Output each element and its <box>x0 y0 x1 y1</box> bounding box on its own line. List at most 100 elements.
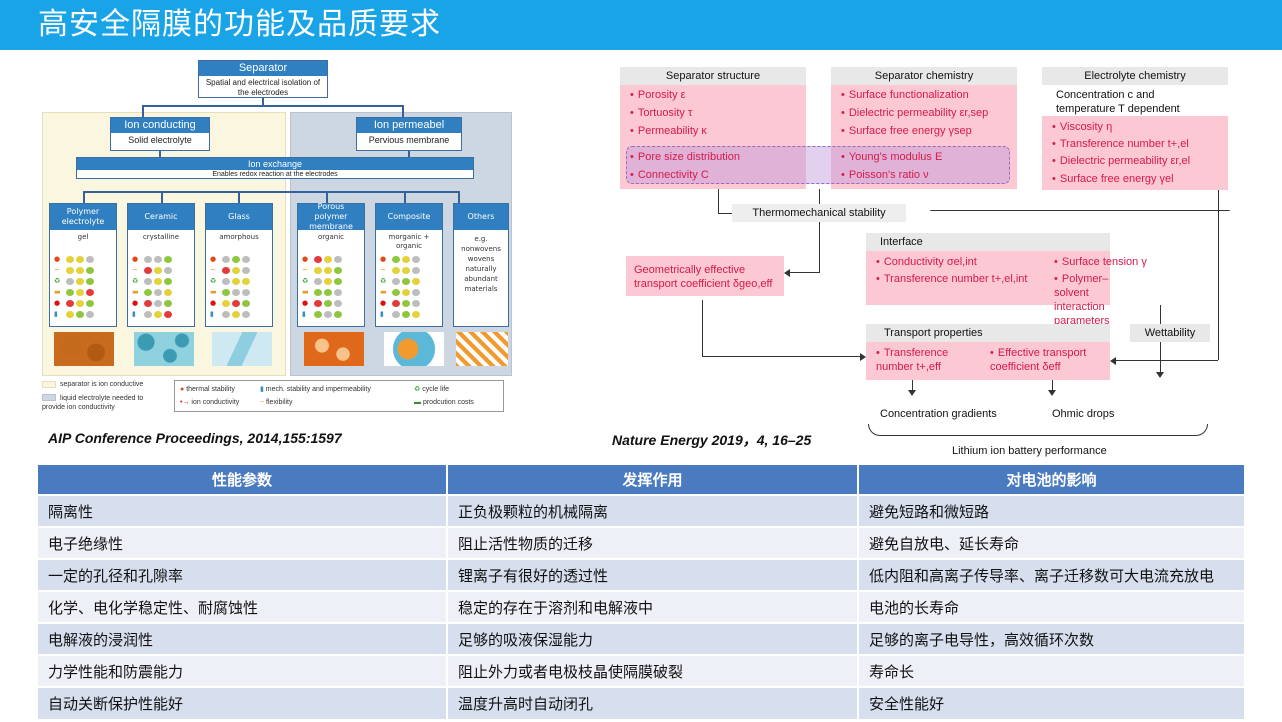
transference-eff-item: Transference number t+,eff <box>876 346 976 374</box>
table-row: 力学性能和防震能力 阻止外力或者电极枝晶使隔膜破裂 寿命长 <box>38 654 1244 687</box>
connector <box>402 105 404 117</box>
effective-coefficient-item: Effective transport coefficient δeff <box>990 346 1108 374</box>
connector-line <box>718 189 719 213</box>
table-cell: 阻止外力或者电极枝晶使隔膜破裂 <box>447 654 859 687</box>
ohmic-drops-label: Ohmic drops <box>1052 408 1115 420</box>
tortuosity-item: Tortuosity τ <box>630 106 692 120</box>
interface-header: Interface <box>866 233 1110 251</box>
material-sub: amorphous <box>219 233 259 241</box>
mechanical-overlap-band <box>626 146 1010 184</box>
material-sub: morganic + organic <box>388 233 430 250</box>
property-rating-dots: ● ~ ♻ ▬ ● ▮ <box>50 252 116 322</box>
table-cell: 隔离性 <box>38 494 448 527</box>
separator-chemistry-header: Separator chemistry <box>831 67 1017 85</box>
legend-box <box>174 380 504 412</box>
arrow <box>1110 357 1116 365</box>
legend-liquid-electrolyte: liquid electrolyte needed to provide ion… <box>42 394 144 411</box>
connector <box>404 191 406 203</box>
material-title: Polymer electrolyte <box>50 204 116 230</box>
ion-exchange-box: Ion exchange Enables redox reaction at t… <box>76 157 474 179</box>
separator-desc: Spatial and electrical isolation of the … <box>205 78 321 97</box>
material-polymer-electrolyte: Polymer electrolyte gel ● ~ ♻ ▬ ● ▮ <box>49 203 117 327</box>
wettability-box: Wettability <box>1130 324 1210 342</box>
connector-line <box>1160 342 1161 374</box>
table-row: 化学、电化学稳定性、耐腐蚀性 稳定的存在于溶剂和电解液中 电池的长寿命 <box>38 590 1244 623</box>
surface-energy-sep-item: Surface free energy γsep <box>841 124 972 138</box>
table-header-row: 性能参数 发挥作用 对电池的影响 <box>38 465 1244 495</box>
separator-properties-diagram: Separator structure Porosity ε Tortuosit… <box>612 62 1232 462</box>
table-cell: 一定的孔径和孔隙率 <box>38 558 448 591</box>
table-cell: 化学、电化学稳定性、耐腐蚀性 <box>38 590 448 623</box>
connector <box>142 105 144 117</box>
electrolyte-note: Concentration c and temperature T depend… <box>1056 89 1180 115</box>
micrograph-glass <box>212 332 272 366</box>
table-cell: 电池的长寿命 <box>858 590 1244 623</box>
header-function: 发挥作用 <box>447 465 859 495</box>
surface-functionalization-item: Surface functionalization <box>841 88 969 102</box>
connector-line <box>790 272 820 273</box>
brace <box>930 210 1230 211</box>
property-rating-dots: ● ~ ♻ ▬ ● ▮ <box>298 252 364 322</box>
concentration-gradients-label: Concentration gradients <box>880 408 997 420</box>
table-cell: 安全性能好 <box>858 686 1244 719</box>
connector <box>159 151 161 157</box>
transference-int-item: Transference number t+,el,int <box>876 272 1028 286</box>
table-cell: 避免自放电、延长寿命 <box>858 526 1244 559</box>
table-cell: 低内阻和高离子传导率、离子迁移数可大电流充放电 <box>858 558 1244 591</box>
micrograph-composite <box>384 332 444 366</box>
geometric-coefficient: Geometrically effective transport coeffi… <box>634 264 773 290</box>
table-cell: 电解液的浸润性 <box>38 622 448 655</box>
separator-title: Separator <box>199 61 327 76</box>
table-row: 隔离性 正负极颗粒的机械隔离 避免短路和微短路 <box>38 494 1244 527</box>
table-cell: 正负极颗粒的机械隔离 <box>447 494 859 527</box>
table-cell: 稳定的存在于溶剂和电解液中 <box>447 590 859 623</box>
separator-structure-header: Separator structure <box>620 67 806 85</box>
table-cell: 阻止活性物质的迁移 <box>447 526 859 559</box>
brace <box>868 424 1208 436</box>
electrolyte-chemistry-header: Electrolyte chemistry <box>1042 67 1228 85</box>
table-row: 电子绝缘性 阻止活性物质的迁移 避免自放电、延长寿命 <box>38 526 1244 559</box>
micrograph-porous-polymer <box>304 332 364 366</box>
micrograph-ceramic <box>134 332 194 366</box>
material-sub: gel <box>77 233 89 241</box>
property-rating-dots: ● ~ ♻ ▬ ● ▮ <box>206 252 272 322</box>
table-cell: 寿命长 <box>858 654 1244 687</box>
legend-mech: ▮ mech. stability and impermeability <box>260 386 371 393</box>
table-cell: 力学性能和防震能力 <box>38 654 448 687</box>
connector-line <box>1160 305 1161 324</box>
connector <box>83 191 85 203</box>
material-composite: Composite morganic + organic ● ~ ♻ ▬ ● ▮ <box>375 203 443 327</box>
table-cell: 足够的离子电导性，高效循环次数 <box>858 622 1244 655</box>
legend-thermal: ● thermal stability <box>180 386 235 393</box>
table-cell: 电子绝缘性 <box>38 526 448 559</box>
legend-flexibility: ~ flexibility <box>260 399 293 406</box>
transference-el-item: Transference number t+,el <box>1052 137 1189 151</box>
header-battery-impact: 对电池的影响 <box>858 465 1244 495</box>
material-porous-polymer-membrane: Porous polymer membrane organic ● ~ ♻ ▬ … <box>297 202 365 327</box>
table-row: 电解液的浸润性 足够的吸液保湿能力 足够的离子电导性，高效循环次数 <box>38 622 1244 655</box>
material-title: Glass <box>206 204 272 230</box>
material-title: Composite <box>376 204 442 230</box>
transport-header: Transport properties <box>866 324 1110 342</box>
left-figure-caption: AIP Conference Proceedings, 2014,155:159… <box>48 430 342 446</box>
material-ceramic: Ceramic crystalline ● ~ ♻ ▬ ● ▮ <box>127 203 195 327</box>
recycle-icon: ♻ <box>414 386 423 393</box>
table-cell: 自动关断保护性能好 <box>38 686 448 719</box>
table-cell: 锂离子有很好的透过性 <box>447 558 859 591</box>
micrograph-polymer-electrolyte <box>54 332 114 366</box>
dielectric-sep-item: Dielectric permeability εr,sep <box>841 106 988 120</box>
legend-production-cost: ▬ prodcution costs <box>414 399 474 406</box>
arrow <box>860 353 866 361</box>
ion-icon: •→ <box>180 399 192 406</box>
thermomechanical-box: Thermomechanical stability <box>732 204 906 222</box>
connector-line <box>702 356 860 357</box>
title-bar: 高安全隔膜的功能及品质要求 <box>0 0 1282 50</box>
connector <box>161 191 163 203</box>
material-sub: organic <box>317 233 344 241</box>
table-row: 一定的孔径和孔隙率 锂离子有很好的透过性 低内阻和高离子传导率、离子迁移数可大电… <box>38 558 1244 591</box>
table-cell: 避免短路和微短路 <box>858 494 1244 527</box>
connector-line <box>718 213 732 214</box>
arrow <box>1048 390 1056 396</box>
ion-permeable-title: Ion permeabel <box>357 118 461 133</box>
connector <box>326 191 328 203</box>
